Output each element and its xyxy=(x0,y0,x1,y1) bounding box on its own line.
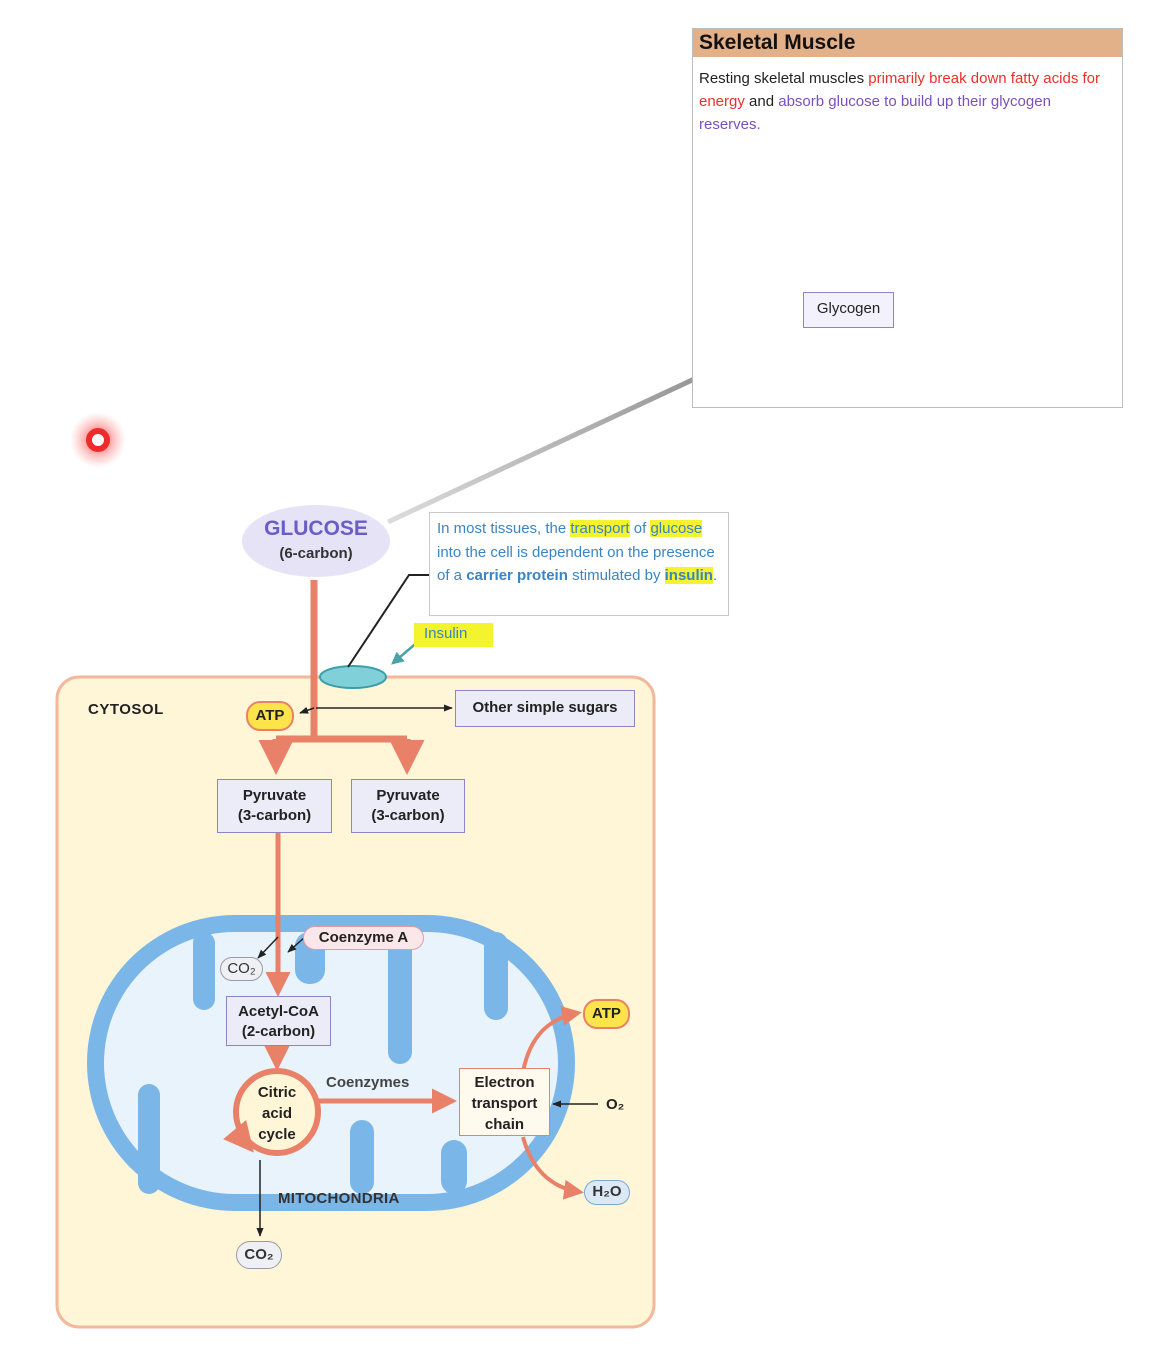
cytosol-label: CYTOSOL xyxy=(88,701,164,718)
acetyl-coa-box: Acetyl-CoA (2-carbon) xyxy=(226,996,331,1046)
skeletal-muscle-description: Resting skeletal muscles primarily break… xyxy=(699,67,1114,136)
atp-badge-etc: ATP xyxy=(583,999,630,1029)
pyruvate-2-line-1: Pyruvate xyxy=(376,787,440,804)
insulin-info-box: In most tissues, the transport of glucos… xyxy=(429,512,729,616)
info-text-transport: transport xyxy=(570,520,630,537)
glucose-title: GLUCOSE xyxy=(264,517,368,540)
sm-text-2: primarily break down fatty acids for ene… xyxy=(699,70,1100,110)
info-text-carrier-protein: carrier protein xyxy=(466,567,568,584)
cycle-line-1: Citric xyxy=(257,1084,297,1101)
co2-release-arrow xyxy=(257,936,279,959)
info-text-7: stimulated by xyxy=(567,567,665,584)
glycogen-label: Glycogen xyxy=(803,292,894,328)
info-text-3: of xyxy=(629,520,651,537)
mitochondria-label: MITOCHONDRIA xyxy=(278,1190,400,1207)
co2-label-cycle: CO₂ xyxy=(236,1241,282,1269)
acetyl-coa-line-2: (2-carbon) xyxy=(241,1023,316,1040)
pyruvate-1-line-1: Pyruvate xyxy=(242,787,307,804)
etc-line-1: Electron xyxy=(474,1074,535,1091)
glycolysis-arrows xyxy=(258,580,425,997)
cycle-line-2: acid xyxy=(261,1105,292,1122)
cycle-line-3: cycle xyxy=(258,1126,296,1143)
info-text-1: In most tissues, the xyxy=(437,520,571,537)
acetyl-coa-line-1: Acetyl-CoA xyxy=(238,1003,319,1020)
info-text-5: into the cell is dependent on the presen… xyxy=(437,543,715,585)
pyruvate-box-2: Pyruvate (3-carbon) xyxy=(351,779,465,833)
sm-text-1: Resting skeletal muscles xyxy=(699,70,869,87)
etc-line-3: chain xyxy=(484,1116,525,1133)
h2o-label: H₂O xyxy=(584,1180,630,1205)
coenzyme-a-arrow xyxy=(287,936,306,953)
etc-atp-arrow xyxy=(521,1005,582,1073)
electron-transport-chain-box: Electron transport chain xyxy=(459,1068,550,1136)
etc-line-2: transport xyxy=(471,1095,538,1112)
coenzymes-label: Coenzymes xyxy=(326,1074,410,1091)
skeletal-muscle-title: Skeletal Muscle xyxy=(693,29,1122,57)
pyruvate-box-1: Pyruvate (3-carbon) xyxy=(217,779,332,833)
coenzyme-a-label: Coenzyme A xyxy=(303,926,424,950)
info-text-9: . xyxy=(712,567,718,584)
info-text-insulin: insulin xyxy=(664,567,713,584)
info-text-glucose: glucose xyxy=(650,520,703,537)
carrier-protein-icon xyxy=(319,665,387,689)
atp-badge-glycolysis: ATP xyxy=(246,701,294,731)
glucose-subtitle: (6-carbon) xyxy=(279,545,353,562)
atp-arrow xyxy=(299,706,315,714)
citric-acid-cycle-ring xyxy=(233,1068,321,1156)
o2-label: O₂ xyxy=(606,1096,625,1113)
pyruvate-2-line-2: (3-carbon) xyxy=(371,807,445,824)
other-simple-sugars-box: Other simple sugars xyxy=(455,690,635,727)
pyruvate-1-line-2: (3-carbon) xyxy=(237,807,312,824)
citric-acid-cycle-label: Citric acid cycle xyxy=(238,1082,316,1145)
sm-text-3: and xyxy=(744,93,779,110)
skeletal-muscle-panel: Skeletal Muscle Resting skeletal muscles… xyxy=(692,28,1123,408)
carrier-callout-line xyxy=(347,574,430,668)
mitochondrion-shape xyxy=(87,915,575,1211)
co2-label-acetyl: CO₂ xyxy=(220,957,263,981)
sm-text-4: absorb glucose to build up their glycoge… xyxy=(699,93,1051,133)
glucose-ellipse xyxy=(242,505,390,577)
insulin-label: Insulin xyxy=(414,623,493,647)
etc-h2o-arrow xyxy=(521,1136,584,1200)
